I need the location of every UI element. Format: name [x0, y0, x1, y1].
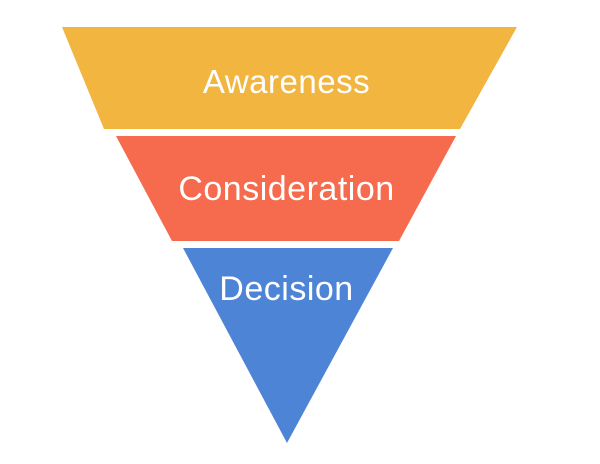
- funnel-stage-decision: Decision: [183, 248, 393, 443]
- funnel-stage-consideration-label: Consideration: [178, 170, 394, 208]
- funnel-stage-consideration-shape: [116, 136, 456, 241]
- funnel-stage-awareness: Awareness: [62, 27, 517, 129]
- funnel-stage-decision-shape: [183, 248, 393, 443]
- funnel-stage-consideration: Consideration: [116, 136, 456, 241]
- funnel-stage-awareness-label: Awareness: [203, 63, 370, 100]
- funnel-stage-awareness-shape: [62, 27, 517, 129]
- funnel-stage-decision-label: Decision: [219, 270, 353, 308]
